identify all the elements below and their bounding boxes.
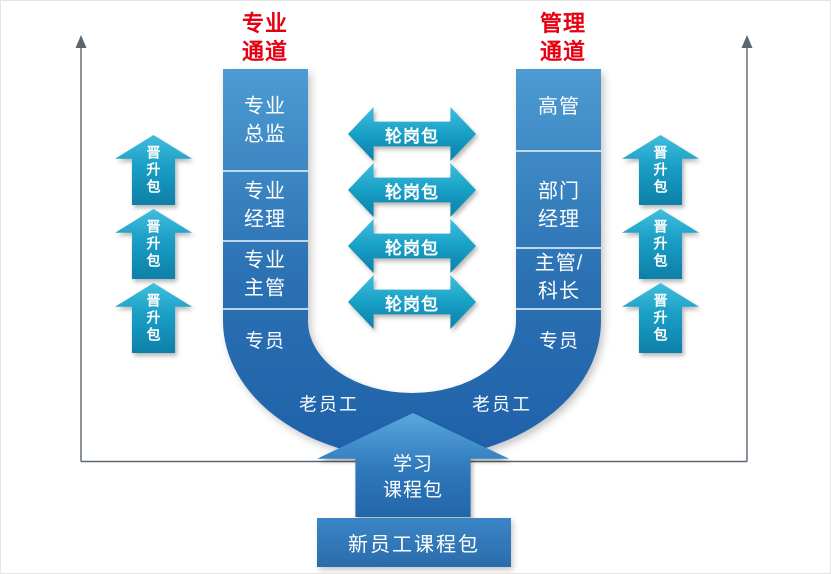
level-executive: 高管	[538, 96, 580, 119]
promotion-package-label: 晋升包	[652, 144, 669, 196]
learning-package-label: 学习 课程包	[317, 413, 509, 517]
promotion-package-label: 晋升包	[145, 218, 162, 270]
rotation-package-arrow-2: 轮岗包	[348, 163, 476, 217]
promotion-package-label: 晋升包	[652, 218, 669, 270]
u-track-path	[223, 69, 601, 459]
promotion-package-arrow-left-1: 晋升包	[115, 135, 192, 205]
level-department-manager: 部门 经理	[538, 180, 580, 230]
newcomer-package-label: 新员工课程包	[348, 534, 480, 556]
rotation-package-arrow-1: 轮岗包	[348, 107, 476, 161]
promotion-package-arrow-right-3: 晋升包	[622, 283, 699, 353]
veteran-employee-label-right: 老员工	[472, 394, 532, 415]
left-axis-arrow-icon	[75, 35, 87, 48]
level-professional-supervisor: 专业 主管	[244, 249, 286, 299]
promotion-package-arrow-right-2: 晋升包	[622, 209, 699, 279]
level-specialist-right: 专员	[538, 330, 580, 352]
rotation-package-label: 轮岗包	[385, 126, 439, 146]
professional-channel-title: 专业 通道	[241, 11, 289, 64]
level-supervisor-section-chief: 主管/ 科长	[534, 252, 584, 302]
promotion-package-arrow-right-1: 晋升包	[622, 135, 699, 205]
rotation-package-arrow-3: 轮岗包	[348, 219, 476, 273]
promotion-package-label: 晋升包	[652, 292, 669, 344]
management-channel-title: 管理 通道	[539, 11, 587, 64]
promotion-package-arrow-left-2: 晋升包	[115, 209, 192, 279]
level-professional-director: 专业 总监	[244, 95, 286, 145]
level-specialist-left: 专员	[244, 330, 286, 352]
rotation-package-label: 轮岗包	[385, 182, 439, 202]
newcomer-package-box: 新员工课程包	[317, 518, 511, 567]
promotion-package-arrow-left-3: 晋升包	[115, 283, 192, 353]
rotation-package-arrow-4: 轮岗包	[348, 275, 476, 329]
right-axis-arrow-icon	[741, 35, 753, 48]
learning-package-arrow: 学习 课程包	[317, 413, 509, 517]
promotion-package-label: 晋升包	[145, 144, 162, 196]
rotation-package-label: 轮岗包	[385, 294, 439, 314]
veteran-employee-label-left: 老员工	[299, 394, 359, 415]
rotation-package-label: 轮岗包	[385, 238, 439, 258]
promotion-package-label: 晋升包	[145, 292, 162, 344]
level-professional-manager: 专业 经理	[244, 180, 286, 230]
